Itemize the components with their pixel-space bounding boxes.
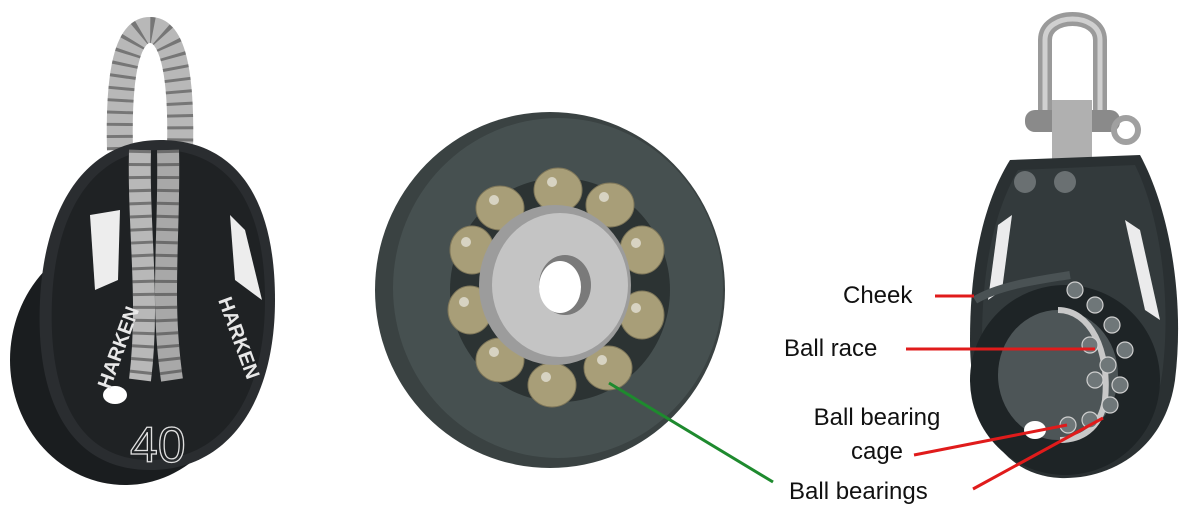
label-cheek: Cheek — [843, 282, 913, 309]
label-cage-line2: cage — [850, 438, 904, 465]
label-ball-bearings: Ball bearings — [789, 478, 928, 505]
harken-block-image: HARKEN HARKEN 40 — [0, 0, 300, 511]
label-cage-line1: Ball bearing — [813, 404, 941, 431]
swivel-block-image — [940, 0, 1200, 511]
label-ball-race: Ball race — [784, 335, 878, 362]
size-text: 40 — [130, 417, 186, 473]
label-ball-bearing-cage: Ball bearing cage — [792, 405, 962, 465]
sheave-image — [340, 0, 780, 511]
